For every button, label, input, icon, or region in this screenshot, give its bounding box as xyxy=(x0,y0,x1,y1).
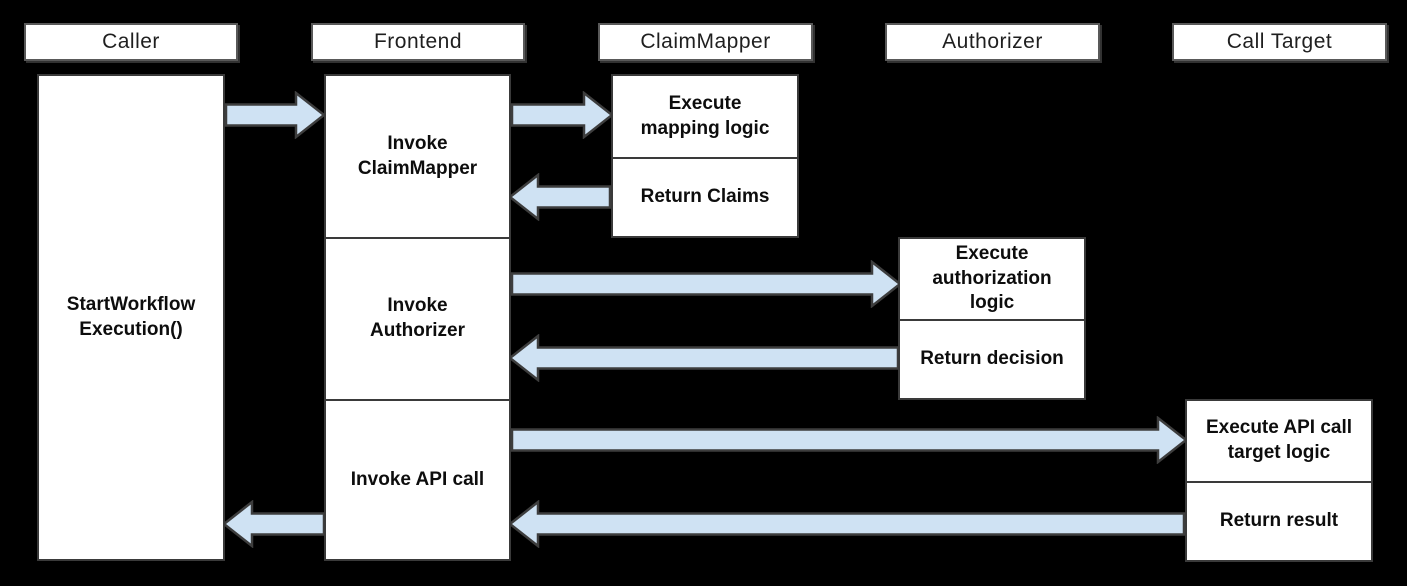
step-label: Invoke API call xyxy=(350,468,485,490)
step-execute-mapping-logic: Execute mapping logic xyxy=(613,76,797,157)
arrow-frontend-to-claimmapper-icon xyxy=(510,91,614,139)
arrow-authorizer-to-frontend-icon xyxy=(508,334,900,382)
arrow-claimmapper-to-frontend-icon xyxy=(508,173,612,221)
arrow-frontend-to-caller-icon xyxy=(222,500,326,548)
lifeline-header-caller: Caller xyxy=(24,23,238,61)
lifeline-header-calltarget: Call Target xyxy=(1172,23,1387,61)
step-invoke-api-call: Invoke API call xyxy=(326,399,509,559)
arrow-frontend-to-calltarget-icon xyxy=(510,416,1188,464)
step-label: Return result xyxy=(1219,510,1339,532)
lifeline-label: Authorizer xyxy=(942,30,1043,53)
arrow-calltarget-to-frontend-icon xyxy=(508,500,1186,548)
step-label: Execute mapping logic xyxy=(640,92,770,139)
lifeline-label: Call Target xyxy=(1226,30,1333,53)
activation-calltarget: Execute API call target logic Return res… xyxy=(1185,399,1373,562)
lifeline-header-claimmapper: ClaimMapper xyxy=(598,23,813,61)
step-label: Execute API call target logic xyxy=(1205,417,1353,463)
step-label: Return decision xyxy=(920,348,1064,370)
activation-authorizer: Execute authorization logic Return decis… xyxy=(898,237,1086,400)
step-invoke-claimmapper: Invoke ClaimMapper xyxy=(326,76,509,237)
step-label: Execute authorization logic xyxy=(932,242,1052,314)
activation-claimmapper: Execute mapping logic Return Claims xyxy=(611,74,799,238)
lifeline-label: Frontend xyxy=(373,30,463,53)
step-return-result: Return result xyxy=(1187,481,1371,560)
activation-frontend: Invoke ClaimMapper Invoke Authorizer Inv… xyxy=(324,74,511,561)
step-label: StartWorkflow Execution() xyxy=(66,293,196,340)
lifeline-header-authorizer: Authorizer xyxy=(885,23,1100,61)
activation-caller: StartWorkflow Execution() xyxy=(37,74,225,561)
step-label: Invoke Authorizer xyxy=(370,295,465,341)
arrow-caller-to-frontend-icon xyxy=(224,91,326,139)
step-label: Return Claims xyxy=(640,186,770,208)
step-execute-api-call-target-logic: Execute API call target logic xyxy=(1187,401,1371,481)
step-label: Invoke ClaimMapper xyxy=(357,132,478,179)
step-execute-authorization-logic: Execute authorization logic xyxy=(900,239,1084,319)
lifeline-header-frontend: Frontend xyxy=(311,23,525,61)
lifeline-label: ClaimMapper xyxy=(640,30,771,53)
step-return-claims: Return Claims xyxy=(613,157,797,236)
step-startworkflow-execution: StartWorkflow Execution() xyxy=(39,76,223,559)
arrow-frontend-to-authorizer-icon xyxy=(510,260,902,308)
step-return-decision: Return decision xyxy=(900,319,1084,398)
lifeline-label: Caller xyxy=(102,30,160,53)
step-invoke-authorizer: Invoke Authorizer xyxy=(326,237,509,399)
